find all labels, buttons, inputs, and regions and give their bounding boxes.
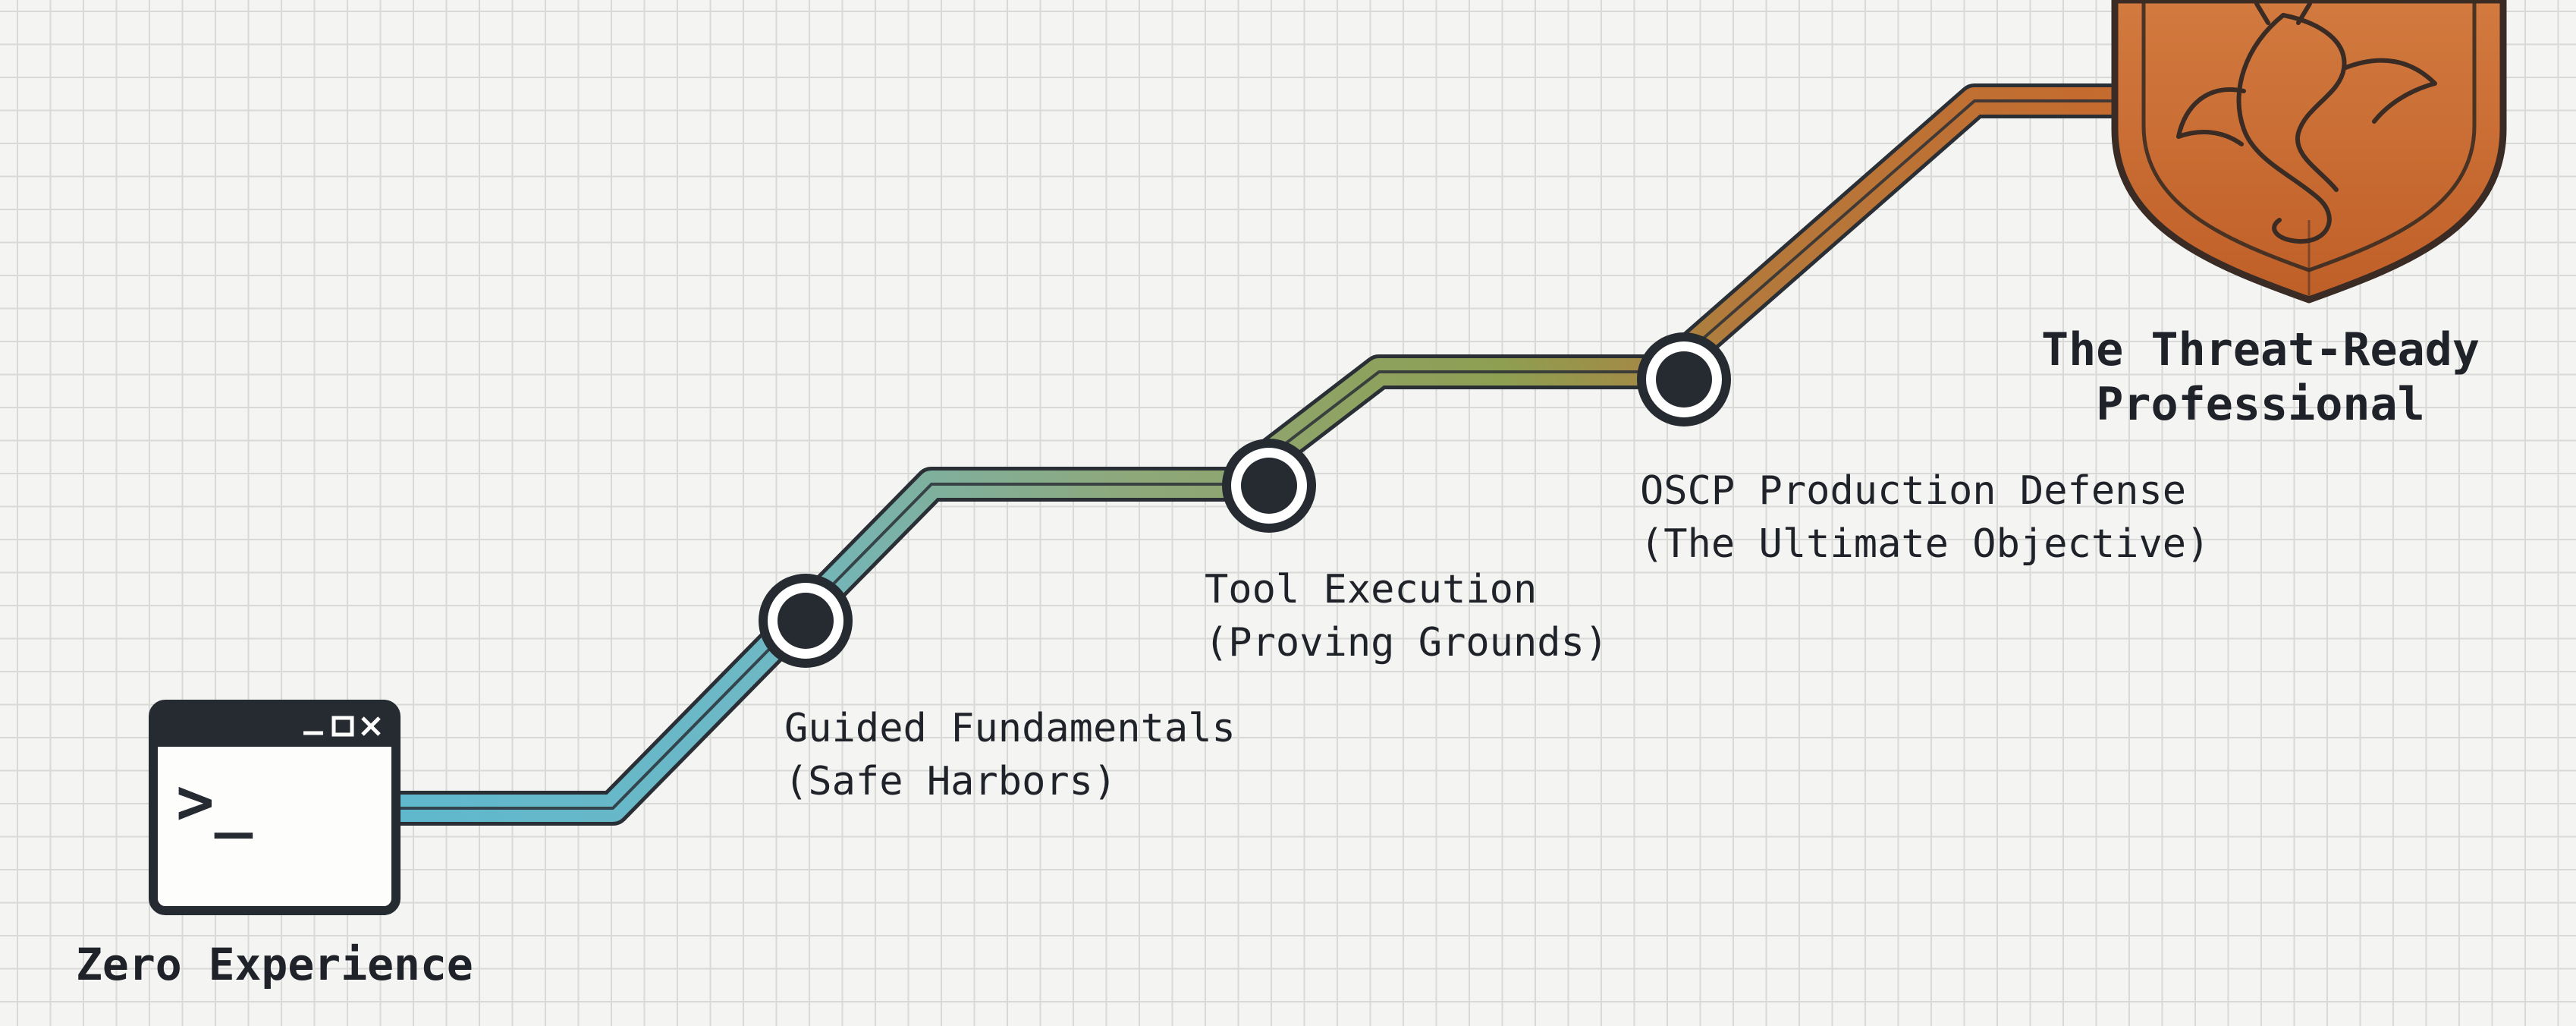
dragon-emblem xyxy=(2176,2,2437,244)
milestone-label-1: Guided Fundamentals (Safe Harbors) xyxy=(784,702,1236,808)
terminal-window-icon: >_ xyxy=(149,700,401,915)
milestone-label-2: Tool Execution (Proving Grounds) xyxy=(1205,563,1608,669)
goal-label: The Threat-Ready Professional xyxy=(1984,323,2537,432)
goal-title-line-2: Professional xyxy=(2096,378,2425,431)
milestone-1-subtitle: (Safe Harbors) xyxy=(784,759,1117,804)
start-label-text: Zero Experience xyxy=(76,939,473,990)
milestone-3-subtitle: (The Ultimate Objective) xyxy=(1640,521,2210,567)
milestone-1-title: Guided Fundamentals xyxy=(784,706,1236,751)
milestone-2-subtitle: (Proving Grounds) xyxy=(1205,620,1609,666)
goal-title-line-1: The Threat-Ready xyxy=(2041,323,2480,376)
milestone-label-3: OSCP Production Defense (The Ultimate Ob… xyxy=(1640,464,2210,571)
progress-track xyxy=(394,83,2169,826)
milestone-3-title: OSCP Production Defense xyxy=(1640,468,2187,514)
milestone-node-2 xyxy=(1222,439,1316,533)
milestone-node-1 xyxy=(759,574,853,668)
milestone-2-title: Tool Execution xyxy=(1205,567,1538,612)
milestone-node-3 xyxy=(1637,332,1731,426)
dragon-shield-icon xyxy=(2111,0,2507,304)
terminal-prompt: >_ xyxy=(176,764,253,839)
start-label: Zero Experience xyxy=(76,938,473,991)
